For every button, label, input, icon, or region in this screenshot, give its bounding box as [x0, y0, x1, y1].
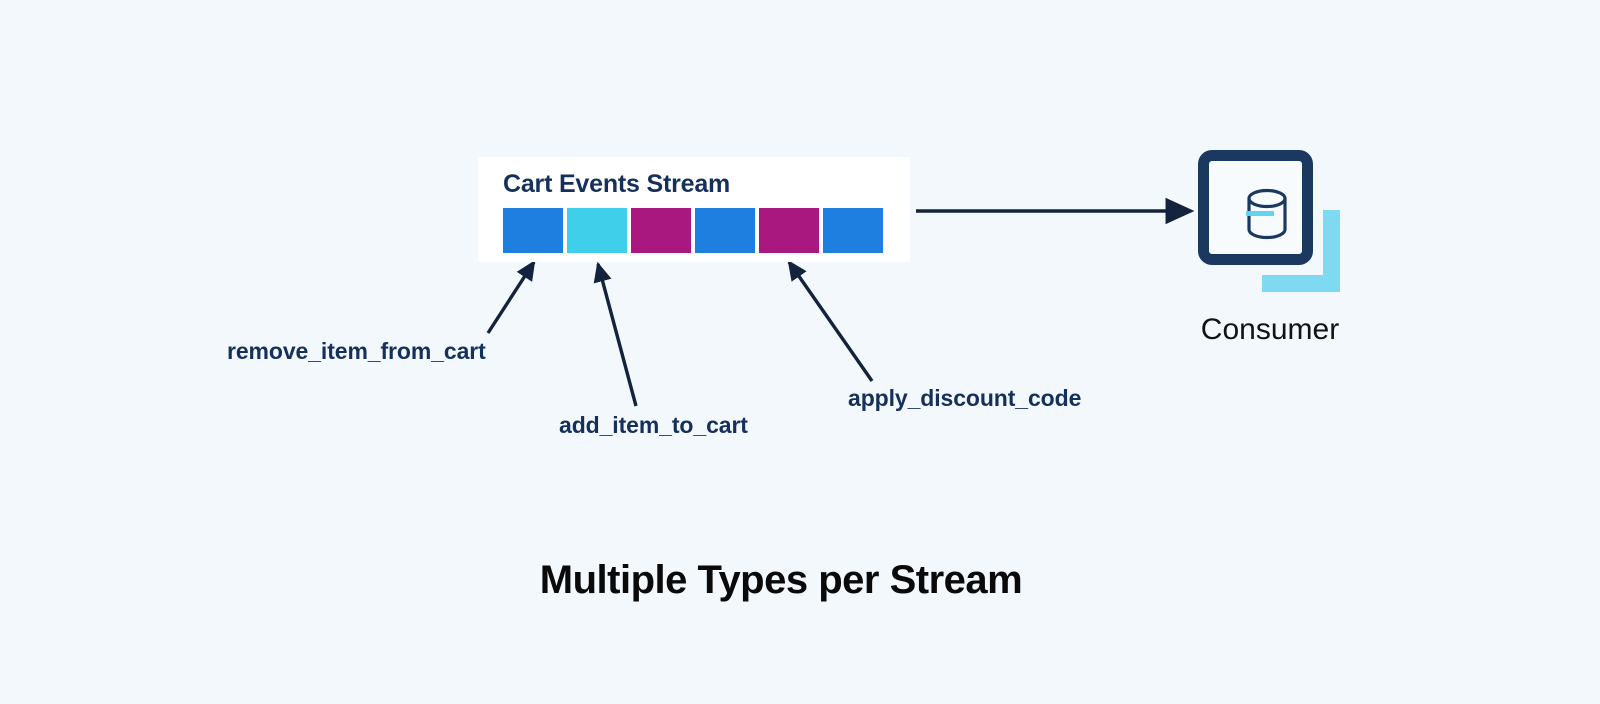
stream-segment-remove_item_from_cart[interactable] [503, 208, 563, 253]
annotation-label-add-item: add_item_to_cart [559, 412, 748, 438]
stream-segment-apply_discount_code[interactable] [759, 208, 819, 253]
annotation-label-remove-item: remove_item_from_cart [227, 338, 486, 364]
consumer-accent-shape [1262, 210, 1340, 292]
stream-segment-remove_item_from_cart[interactable] [823, 208, 883, 253]
cart-events-stream-card: Cart Events Stream [478, 157, 910, 262]
stream-segment-remove_item_from_cart[interactable] [695, 208, 755, 253]
database-cylinder-icon [1246, 188, 1287, 240]
annotation-pointer-remove-item [486, 260, 536, 334]
stream-segment-add_item_to_cart[interactable] [567, 208, 627, 253]
stream-segment-row [503, 208, 883, 253]
annotation-pointer-apply-discount [787, 260, 874, 382]
annotation-pointer-add-item [593, 261, 638, 407]
consumer-box[interactable] [1198, 150, 1313, 265]
stream-segment-apply_discount_code[interactable] [631, 208, 691, 253]
consumer-label: Consumer [1200, 313, 1340, 346]
diagram-caption: Multiple Types per Stream [539, 558, 1023, 602]
annotation-label-apply-discount: apply_discount_code [848, 385, 1082, 411]
stream-title: Cart Events Stream [503, 170, 731, 198]
consumer-group: Consumer [1180, 140, 1370, 360]
